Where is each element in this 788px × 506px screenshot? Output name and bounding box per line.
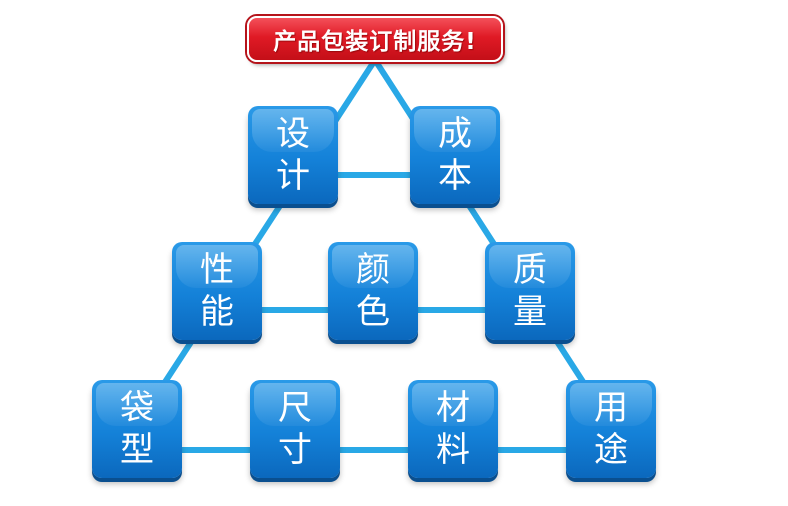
node-design: 设 计 (248, 106, 338, 204)
node-usage-char-1: 用 (594, 388, 628, 428)
node-bag-type: 袋 型 (92, 380, 182, 478)
node-cost-char-2: 本 (438, 156, 472, 196)
node-design-char-1: 设 (276, 114, 310, 154)
node-size-char-2: 寸 (278, 430, 312, 470)
node-performance-char-2: 能 (200, 292, 234, 332)
node-design-char-2: 计 (276, 156, 310, 196)
node-size: 尺 寸 (250, 380, 340, 478)
node-quality-char-2: 量 (513, 292, 547, 332)
node-color-char-1: 颜 (356, 250, 390, 290)
node-size-char-1: 尺 (278, 388, 312, 428)
service-banner: 产品包装订制服务! (247, 16, 503, 62)
node-bag-type-char-2: 型 (120, 430, 154, 470)
node-usage: 用 途 (566, 380, 656, 478)
node-performance-char-1: 性 (200, 250, 234, 290)
banner-title: 产品包装订制服务! (273, 29, 477, 55)
node-material-char-1: 材 (436, 388, 470, 428)
node-cost-char-1: 成 (438, 114, 472, 154)
node-quality-char-1: 质 (513, 250, 547, 290)
node-usage-char-2: 途 (594, 430, 628, 470)
node-color: 颜 色 (328, 242, 418, 340)
node-color-char-2: 色 (356, 292, 390, 332)
node-material: 材 料 (408, 380, 498, 478)
node-bag-type-char-1: 袋 (120, 388, 154, 428)
node-cost: 成 本 (410, 106, 500, 204)
node-performance: 性 能 (172, 242, 262, 340)
node-material-char-2: 料 (436, 430, 470, 470)
node-quality: 质 量 (485, 242, 575, 340)
